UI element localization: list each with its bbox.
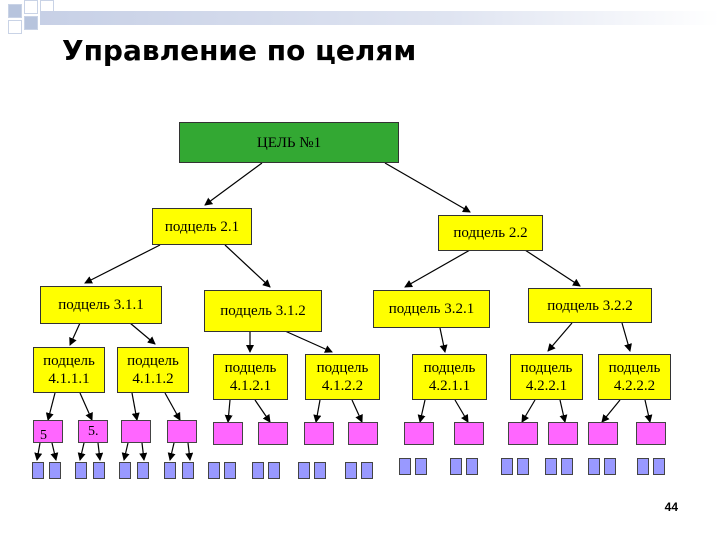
level6-node: [32, 462, 44, 479]
level5-node: [121, 420, 151, 443]
level6-node: [561, 458, 573, 475]
level6-node: [137, 462, 149, 479]
deco-square: [24, 16, 38, 30]
level6-node: [517, 458, 529, 475]
level5-node: [348, 422, 378, 445]
level6-node: [637, 458, 649, 475]
subgoal-4-2-2-1-node: подцель 4.2.2.1: [510, 354, 583, 400]
level6-node: [604, 458, 616, 475]
node-number: 4.1.1.2: [132, 371, 174, 387]
deco-square: [8, 4, 22, 18]
slide-title: Управление по целям: [62, 34, 417, 67]
level6-node: [298, 462, 310, 479]
level5-node: [167, 420, 197, 443]
level6-node: [466, 458, 478, 475]
node-number: 4.1.2.2: [321, 378, 364, 394]
node-word: подцель: [316, 360, 369, 376]
level6-node: [501, 458, 513, 475]
node-word: подцель: [423, 360, 476, 376]
level6-node: [399, 458, 411, 475]
level6-node: [653, 458, 665, 475]
level6-node: [182, 462, 194, 479]
level5-node: [548, 422, 578, 445]
subgoal-3-1-1-node: подцель 3.1.1: [40, 286, 162, 324]
page-number: 44: [664, 500, 678, 514]
level6-node: [450, 458, 462, 475]
node-word: подцель: [224, 360, 277, 376]
level5-node: [33, 420, 63, 443]
level6-node: [49, 462, 61, 479]
node-word: подцель: [520, 360, 573, 376]
node-number: 4.1.1.1: [48, 371, 90, 387]
level5-node: [213, 422, 243, 445]
level6-node: [314, 462, 326, 479]
level6-node: [93, 462, 105, 479]
deco-square: [24, 0, 38, 14]
goal-node: ЦЕЛЬ №1: [179, 122, 399, 163]
subgoal-4-2-2-2-node: подцель 4.2.2.2: [598, 354, 671, 400]
level6-node: [119, 462, 131, 479]
level5-label: 5: [40, 428, 47, 443]
level6-node: [415, 458, 427, 475]
subgoal-3-2-1-node: подцель 3.2.1: [373, 290, 490, 328]
level5-node: [588, 422, 618, 445]
subgoal-3-1-2-node: подцель 3.1.2: [204, 290, 322, 332]
level6-node: [345, 462, 357, 479]
subgoal-2-1-node: подцель 2.1: [152, 208, 252, 245]
subgoal-4-1-1-1-node: подцель 4.1.1.1: [33, 347, 105, 393]
subgoal-2-2-node: подцель 2.2: [438, 215, 543, 251]
level5-node: [636, 422, 666, 445]
node-number: 4.2.2.1: [525, 378, 568, 394]
level6-node: [208, 462, 220, 479]
subgoal-3-2-2-node: подцель 3.2.2: [528, 288, 652, 323]
level6-node: [252, 462, 264, 479]
level5-node: [454, 422, 484, 445]
level5-node: [258, 422, 288, 445]
level6-node: [224, 462, 236, 479]
level5-node: [404, 422, 434, 445]
level6-node: [164, 462, 176, 479]
level6-node: [75, 462, 87, 479]
node-number: 4.2.2.2: [613, 378, 656, 394]
level5-node: [78, 420, 108, 443]
subgoal-4-1-2-2-node: подцель 4.1.2.2: [305, 354, 380, 400]
subgoal-4-1-1-2-node: подцель 4.1.1.2: [117, 347, 189, 393]
level5-node: [508, 422, 538, 445]
level6-node: [545, 458, 557, 475]
node-number: 4.1.2.1: [229, 378, 272, 394]
node-word: подцель: [43, 353, 95, 369]
level6-node: [361, 462, 373, 479]
level5-label: 5.: [88, 424, 99, 439]
header-bar: [40, 11, 720, 25]
node-number: 4.2.1.1: [428, 378, 471, 394]
subgoal-4-2-1-1-node: подцель 4.2.1.1: [412, 354, 487, 400]
deco-square: [8, 20, 22, 34]
level6-node: [268, 462, 280, 479]
node-word: подцель: [127, 353, 179, 369]
subgoal-4-1-2-1-node: подцель 4.1.2.1: [213, 354, 288, 400]
node-word: подцель: [608, 360, 661, 376]
level5-node: [304, 422, 334, 445]
level6-node: [588, 458, 600, 475]
